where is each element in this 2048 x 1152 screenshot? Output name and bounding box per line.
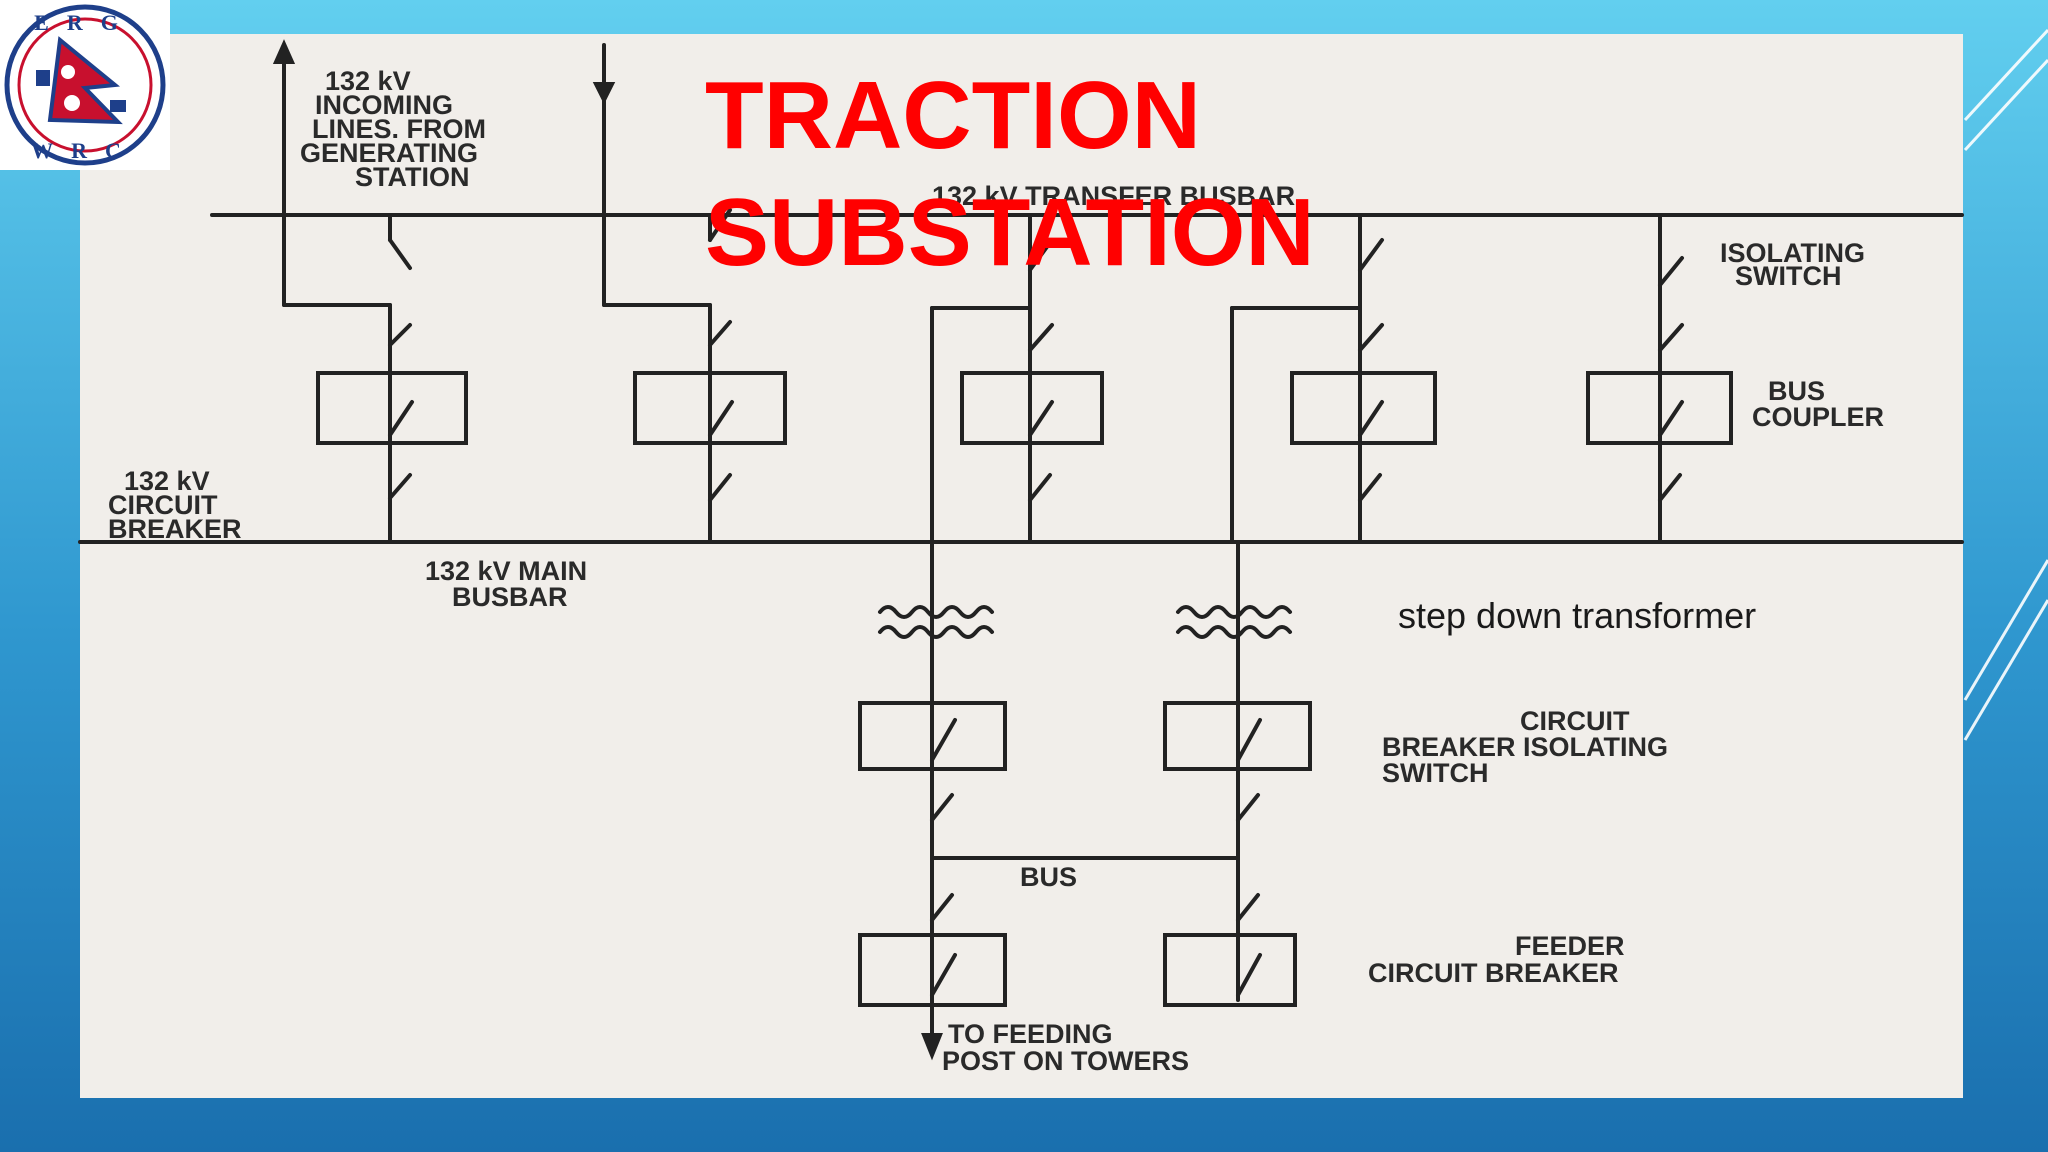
step-down-transformer-1 [878,605,994,619]
logo-box: ERG WRC [0,0,170,170]
erg-wrc-logo-icon: ERG WRC [4,4,166,166]
main-busbar-label-2: BUSBAR [452,582,568,612]
isolating-switch-label-2: SWITCH [1735,261,1841,291]
transfer-busbar-label: 132 kV TRANSFER BUSBAR [932,181,1295,211]
incoming-label-2: INCOMING [315,90,453,120]
feeder-breaker-box-1 [858,933,1007,1007]
feeder-breaker-box-2 [1163,933,1297,1007]
bus-coupler-label-1: BUS [1768,376,1825,406]
bus-coupler-box [1586,371,1733,445]
step-down-transformer-2 [1176,605,1292,619]
incoming-label-1: 132 kV [325,66,411,96]
isolating-switch-label-1: ISOLATING [1720,238,1865,268]
circuit-breaker-box-3 [960,371,1104,445]
cb-132-label-1: 132 kV [124,466,210,496]
main-busbar-label-1: 132 kV MAIN [425,556,587,586]
cb-132-label-3: BREAKER [108,514,242,544]
slide-title-line-1: TRACTION [705,62,1201,169]
cb-isolating-label-1: CIRCUIT [1520,706,1630,736]
to-feeding-label-1: TO FEEDING [948,1019,1113,1049]
cb-isolating-label-3: SWITCH [1382,758,1488,788]
circuit-breaker-box-4 [1290,371,1437,445]
feeder-cb-label-1: FEEDER [1515,931,1625,961]
circuit-breaker-box-2 [633,371,787,445]
bus-coupler-label-2: COUPLER [1752,402,1884,432]
incoming-label-4: GENERATING [300,138,478,168]
logo-bottom-text: WRC [31,138,139,163]
cb-isolating-label-2: BREAKER ISOLATING [1382,732,1668,762]
circuit-breaker-box-6 [1163,701,1312,771]
cb-132-label-2: CIRCUIT [108,490,218,520]
logo-top-text: ERG [34,10,136,35]
bus-label: BUS [1020,862,1077,892]
diagram-panel [80,34,1963,1098]
feeder-cb-label-2: CIRCUIT BREAKER [1368,958,1619,988]
to-feeding-label-2: POST ON TOWERS [942,1046,1189,1076]
step-down-transformer-label: step down transformer [1398,595,1756,636]
incoming-label-5: STATION [355,162,470,192]
circuit-breaker-box-5 [858,701,1007,771]
slide-title-line-2: SUBSTATION [705,179,1315,286]
corner-stripes-decoration [1963,28,2048,741]
incoming-label-3: LINES. FROM [312,114,486,144]
